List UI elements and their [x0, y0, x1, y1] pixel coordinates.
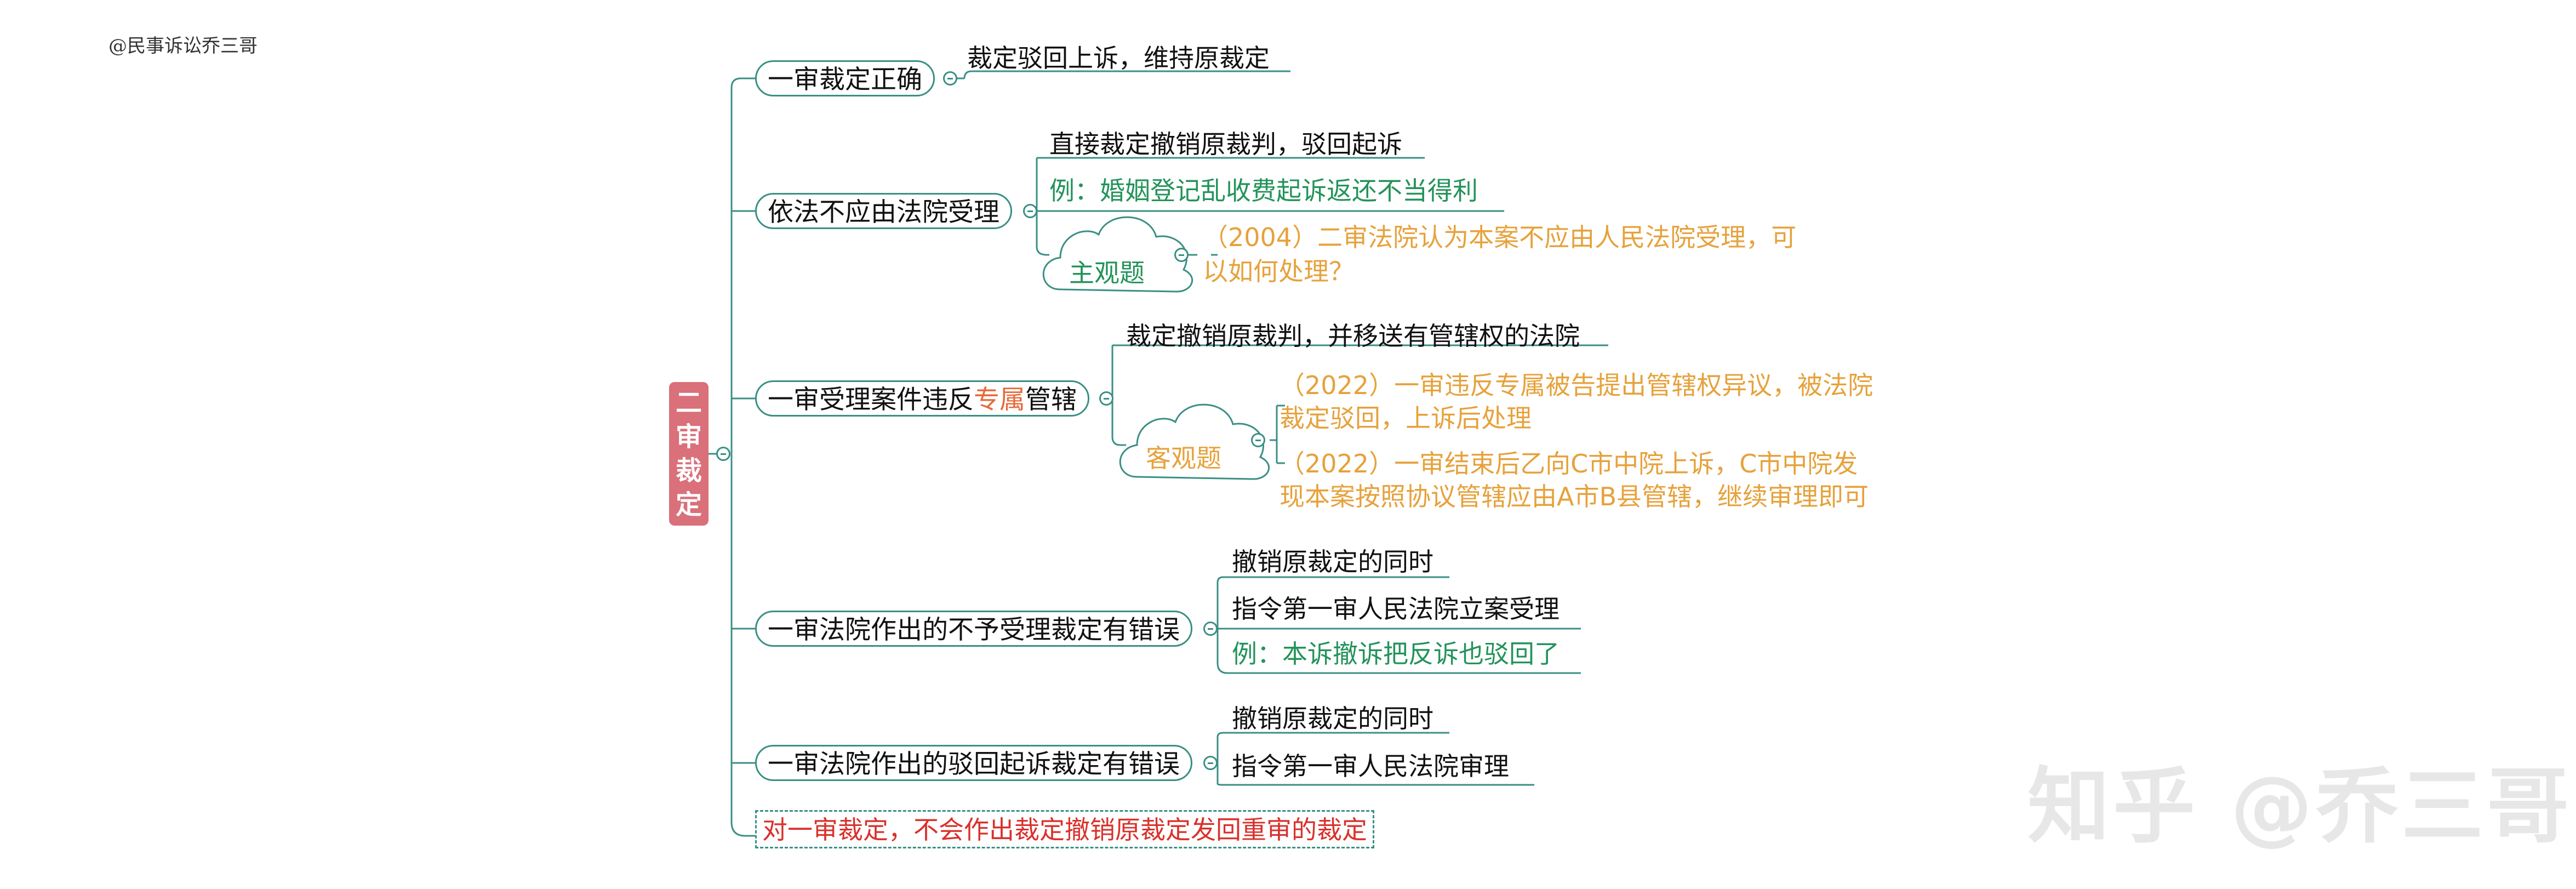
question-line: 以如何处理？	[1203, 257, 1354, 286]
collapse-toggle-icon[interactable]	[1023, 204, 1037, 218]
question-line: （2004）二审法院认为本案不应由人民法院受理，可	[1203, 223, 1797, 252]
collapse-toggle-icon[interactable]	[716, 447, 730, 461]
branch-label-part: 一审受理案件违反	[768, 385, 974, 415]
leaf-node[interactable]: 直接裁定撤销原裁判，驳回起诉	[1049, 129, 1402, 159]
author-header: @民事诉讼乔三哥	[108, 35, 258, 57]
branch-node-3[interactable]: 一审受理案件违反专属管辖	[755, 380, 1089, 417]
branch-node-4[interactable]: 一审法院作出的不予受理裁定有错误	[755, 611, 1192, 647]
highlight-text: 专属	[974, 385, 1025, 415]
collapse-toggle-icon[interactable]	[1099, 391, 1113, 406]
collapse-toggle-icon[interactable]	[1251, 433, 1265, 447]
root-char: 裁	[675, 455, 702, 486]
leaf-node[interactable]: 裁定驳回上诉，维持原裁定	[967, 43, 1270, 73]
leaf-node[interactable]: 撤销原裁定的同时	[1232, 704, 1433, 733]
branch-node-2[interactable]: 依法不应由法院受理	[755, 193, 1012, 229]
branch-node-1[interactable]: 一审裁定正确	[755, 60, 935, 96]
note-node[interactable]: 对一审裁定，不会作出裁定撤销原裁定发回重审的裁定	[755, 810, 1374, 848]
root-node[interactable]: 二 审 裁 定	[669, 382, 709, 526]
example-leaf[interactable]: 例：本诉撤诉把反诉也驳回了	[1232, 639, 1560, 669]
leaf-node[interactable]: 裁定撤销原裁判，并移送有管辖权的法院	[1126, 321, 1580, 351]
leaf-node[interactable]: 指令第一审人民法院立案受理	[1232, 594, 1560, 624]
question-line: （2022）一审违反专属被告提出管辖权异议，被法院	[1280, 371, 1874, 400]
leaf-node[interactable]: 指令第一审人民法院审理	[1232, 751, 1509, 781]
example-leaf[interactable]: 例：婚姻登记乱收费起诉返还不当得利	[1049, 176, 1478, 206]
question-line: （2022）一审结束后乙向C市中院上诉，C市中院发	[1280, 449, 1858, 478]
branch-label-part: 管辖	[1025, 385, 1077, 415]
root-char: 二	[675, 387, 702, 418]
question-line: 现本案按照协议管辖应由A市B县管辖，继续审理即可	[1280, 482, 1869, 511]
collapse-toggle-icon[interactable]	[1203, 622, 1218, 636]
watermark: 知乎 @乔三哥	[2027, 759, 2573, 854]
collapse-toggle-icon[interactable]	[943, 71, 957, 86]
leaf-node[interactable]: 撤销原裁定的同时	[1232, 547, 1433, 577]
collapse-toggle-icon[interactable]	[1174, 248, 1189, 262]
branch-node-5[interactable]: 一审法院作出的驳回起诉裁定有错误	[755, 745, 1192, 781]
root-char: 审	[675, 421, 702, 452]
question-line: 裁定驳回，上诉后处理	[1280, 403, 1532, 433]
root-char: 定	[675, 489, 702, 520]
cloud-node-objective[interactable]: 客观题	[1146, 443, 1221, 473]
cloud-node-subjective[interactable]: 主观题	[1069, 258, 1145, 288]
collapse-toggle-icon[interactable]	[1203, 756, 1218, 770]
